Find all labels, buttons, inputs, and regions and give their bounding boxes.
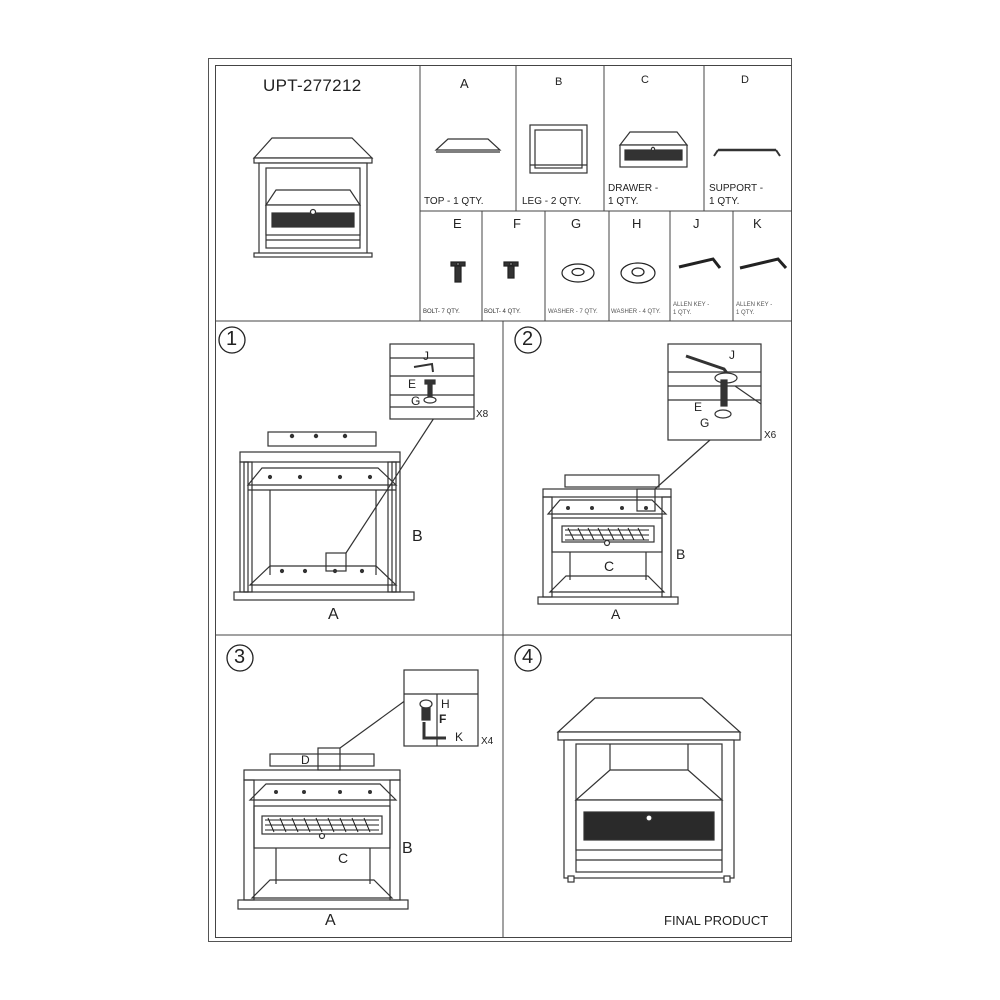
step-2-callout-g: G [700, 416, 710, 430]
part-desc-d-line1: SUPPORT - [709, 183, 764, 194]
step-1-multiplier: X8 [476, 409, 489, 420]
part-desc-d-line2: 1 QTY. [709, 196, 740, 207]
step-4-number: 4 [522, 646, 534, 668]
allen-key-j-icon [678, 257, 722, 269]
part-letter-g: G [571, 216, 582, 231]
top-part-icon [434, 138, 502, 151]
part-letter-a: A [460, 76, 469, 91]
part-desc-j-line2: 1 QTY. [673, 310, 692, 316]
step-3-multiplier: X4 [481, 736, 494, 747]
step-3-callout-f: F [439, 712, 447, 726]
part-desc-a: TOP - 1 QTY. [424, 196, 484, 207]
part-desc-c-line2: 1 QTY. [608, 196, 639, 207]
step-3-label-d: D [301, 753, 310, 767]
part-desc-f: BOLT- 4 QTY. [484, 309, 521, 315]
step-3-callout-k: K [455, 730, 464, 744]
support-part-icon [713, 148, 781, 157]
part-letter-d: D [741, 74, 749, 86]
step-1-number: 1 [226, 328, 238, 350]
step-2-label-b: B [676, 546, 686, 562]
part-letter-e: E [453, 216, 462, 231]
step-1-label-b: B [412, 528, 423, 545]
step-2-callout-e: E [694, 400, 703, 414]
step-2-label-a: A [611, 606, 621, 622]
part-letter-f: F [513, 216, 521, 231]
step-3-number: 3 [234, 646, 246, 668]
part-desc-g: WASHER - 7 QTY. [548, 309, 598, 315]
allen-key-k-icon [739, 257, 788, 270]
bolt-e-icon [450, 261, 466, 283]
washer-g-icon [561, 263, 595, 283]
part-letter-k: K [753, 216, 762, 231]
part-desc-b: LEG - 2 QTY. [522, 196, 582, 207]
step-1-callout-g: G [411, 394, 421, 408]
step-3-callout-h: H [441, 697, 450, 711]
model-number: UPT-277212 [263, 76, 362, 95]
step-2-multiplier: X6 [764, 430, 777, 441]
part-desc-c-line1: DRAWER - [608, 183, 659, 194]
part-desc-j-line1: ALLEN KEY - [673, 302, 710, 308]
step-2-label-c: C [604, 558, 615, 574]
step-3-label-b: B [402, 840, 413, 857]
part-letter-c: C [641, 74, 649, 86]
part-letter-j: J [693, 216, 700, 231]
final-product-caption: FINAL PRODUCT [664, 913, 769, 928]
washer-h-icon [620, 262, 656, 284]
part-letter-h: H [632, 216, 642, 231]
part-desc-k-line1: ALLEN KEY - [736, 302, 773, 308]
step-3-label-a: A [325, 912, 336, 929]
part-desc-k-line2: 1 QTY. [736, 310, 755, 316]
drawer-part-icon [618, 131, 689, 168]
step-1-callout-j: J [423, 349, 429, 363]
bolt-f-icon [503, 261, 519, 279]
instruction-sheet [208, 58, 792, 942]
part-desc-e: BOLT- 7 QTY. [423, 309, 460, 315]
step-1-label-a: A [328, 606, 339, 623]
step-2-number: 2 [522, 328, 534, 350]
step-3-label-c: C [338, 850, 349, 866]
step-1-callout-e: E [408, 377, 417, 391]
part-desc-h: WASHER - 4 QTY. [611, 309, 661, 315]
part-letter-b: B [555, 76, 563, 88]
step-2-callout-j: J [729, 348, 735, 362]
